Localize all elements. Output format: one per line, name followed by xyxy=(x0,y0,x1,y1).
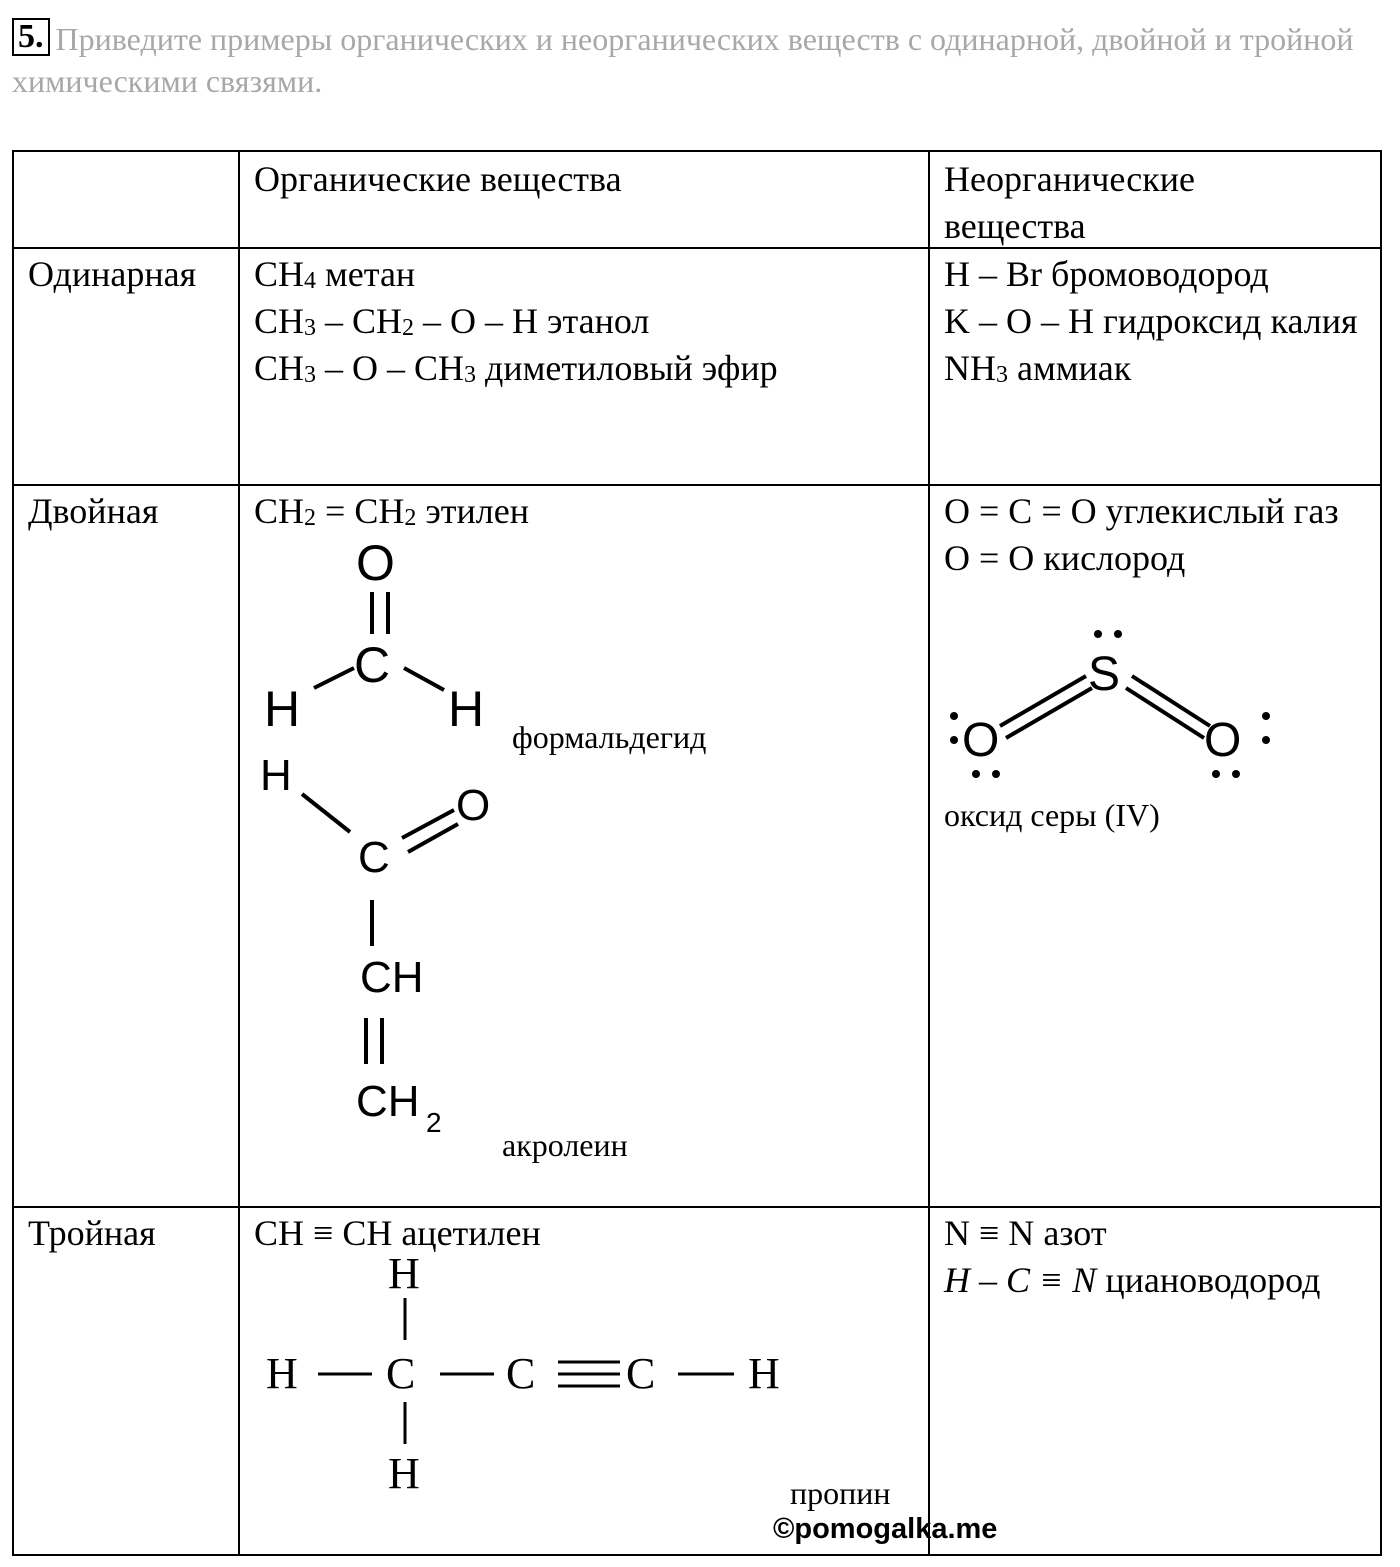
bonds-table: Органические вещества Неорганические вещ… xyxy=(12,150,1382,1556)
header-inorganic: Неорганические вещества xyxy=(944,159,1195,246)
koh-name: гидроксид калия xyxy=(1103,301,1358,341)
hbr-name: бромоводород xyxy=(1051,254,1269,294)
single-organic: CH4 метан CH3 – CH2 – O – H этанол CH3 –… xyxy=(254,251,914,392)
table-divider xyxy=(928,152,930,1554)
dimethyl-ether-line: CH3 – O – CH3 диметиловый эфир xyxy=(254,345,914,392)
oxygen-name: кислород xyxy=(1043,538,1186,578)
hcn-formula: H – C ≡ N xyxy=(944,1260,1097,1300)
nitrogen-formula: N ≡ N xyxy=(944,1213,1035,1253)
task-text: Приведите примеры органических и неорган… xyxy=(12,21,1354,99)
ethanol-line: CH3 – CH2 – O – H этанол xyxy=(254,298,914,345)
single-inorganic: H – Br бромоводород K – O – H гидроксид … xyxy=(944,251,1364,392)
ammonia-name: аммиак xyxy=(1017,348,1132,388)
row-label-triple: Тройная xyxy=(28,1213,156,1253)
ethanol-formula: CH3 – CH2 – O – H xyxy=(254,301,539,341)
propyne-label: пропин xyxy=(790,1475,891,1511)
acetylene-formula: CH ≡ CH xyxy=(254,1213,393,1253)
table-divider xyxy=(238,152,240,1554)
task-number: 5. xyxy=(12,18,50,56)
acetylene-name: ацетилен xyxy=(401,1213,541,1253)
hbr-line: H – Br бромоводород xyxy=(944,251,1364,298)
ethanol-name: этанол xyxy=(547,301,650,341)
formaldehyde-label: формальдегид xyxy=(512,719,707,755)
dimethyl-ether-formula: CH3 – O – CH3 xyxy=(254,348,477,388)
ethylene-line: CH2 = CH2 этилен xyxy=(254,488,529,535)
co2-line: O = C = O углекислый газ xyxy=(944,488,1364,535)
methane-name: метан xyxy=(325,254,416,294)
ethylene-formula: CH2 = CH2 xyxy=(254,491,417,531)
koh-formula: K – O – H xyxy=(944,301,1094,341)
methane-formula: CH4 xyxy=(254,254,317,294)
ethylene-name: этилен xyxy=(425,491,529,531)
nitrogen-line: N ≡ N азот xyxy=(944,1210,1374,1257)
acetylene-line: CH ≡ CH ацетилен xyxy=(254,1210,541,1257)
watermark: ©pomogalka.me xyxy=(773,1513,998,1545)
co2-name: углекислый газ xyxy=(1105,491,1339,531)
row-label-double: Двойная xyxy=(28,491,159,531)
table-divider xyxy=(14,1206,1380,1208)
oxygen-line: O = O кислород xyxy=(944,535,1364,582)
methane-line: CH4 метан xyxy=(254,251,914,298)
ammonia-formula: NH3 xyxy=(944,348,1008,388)
ammonia-line: NH3 аммиак xyxy=(944,345,1364,392)
acrolein-label: акролеин xyxy=(502,1127,628,1163)
task-header: 5.Приведите примеры органических и неорг… xyxy=(12,18,1382,102)
koh-line: K – O – H гидроксид калия xyxy=(944,298,1364,345)
row-label-single: Одинарная xyxy=(28,254,197,294)
double-inorganic: O = C = O углекислый газ O = O кислород xyxy=(944,488,1364,582)
hcn-name: циановодород xyxy=(1105,1260,1321,1300)
dimethyl-ether-name: диметиловый эфир xyxy=(485,348,778,388)
triple-inorganic: N ≡ N азот H – C ≡ N циановодород xyxy=(944,1210,1374,1304)
nitrogen-name: азот xyxy=(1043,1213,1107,1253)
table-divider xyxy=(14,484,1380,486)
hcn-line: H – C ≡ N циановодород xyxy=(944,1257,1374,1304)
hbr-formula: H – Br xyxy=(944,254,1042,294)
table-divider xyxy=(14,247,1380,249)
oxygen-formula: O = O xyxy=(944,538,1035,578)
header-organic: Органические вещества xyxy=(254,159,622,199)
co2-formula: O = C = O xyxy=(944,491,1097,531)
so2-label: оксид серы (IV) xyxy=(944,797,1160,833)
